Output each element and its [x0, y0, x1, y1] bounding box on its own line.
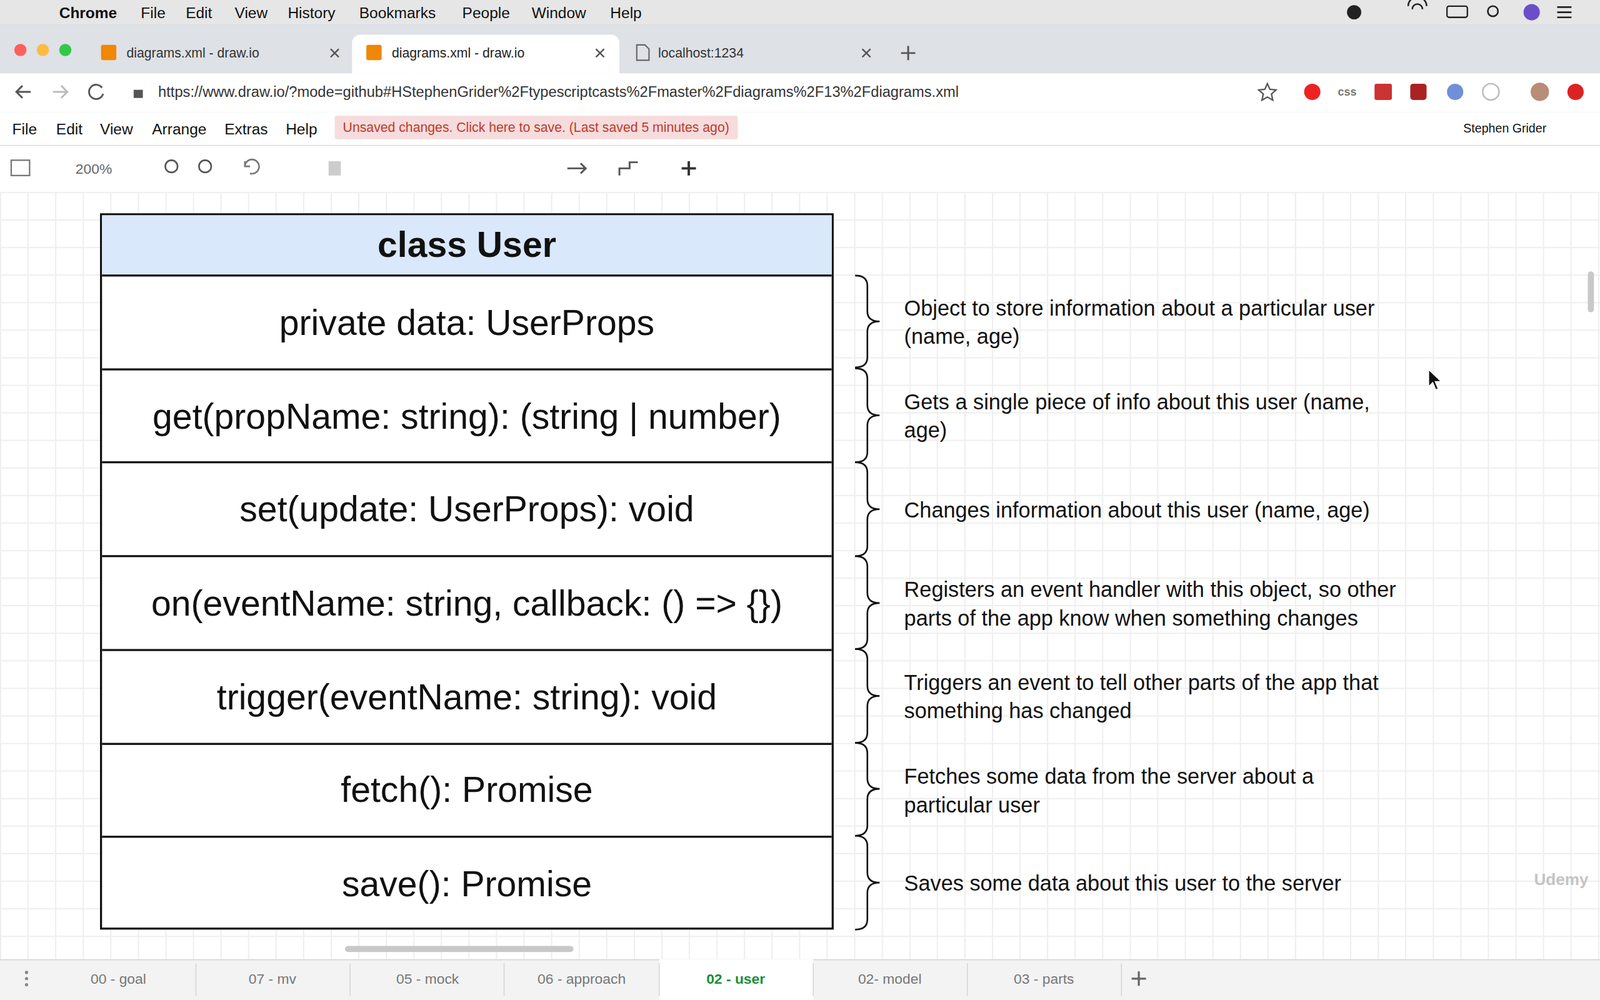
favicon	[101, 45, 117, 60]
member-row: save(): Promise	[101, 836, 832, 930]
menu-item: People	[462, 3, 510, 22]
annotation: Object to store information about a part…	[904, 293, 1400, 351]
class-box: class User private data: UserProps get(pro…	[100, 213, 834, 930]
member-row: set(update: UserProps): void	[101, 461, 832, 556]
waypoint-icon	[619, 162, 638, 176]
page-tab: 06 - approach	[537, 970, 626, 987]
favicon	[366, 45, 382, 60]
menu-item: Help	[610, 3, 642, 22]
member-text: private data: UserProps	[279, 301, 655, 343]
page-tab: 03 - parts	[1013, 970, 1075, 987]
app-menu: Help	[285, 120, 317, 138]
annotation: Fetches some data from the server about …	[904, 762, 1400, 820]
menu-item: Window	[531, 3, 587, 22]
app-menu: File	[12, 120, 37, 138]
battery-icon	[1446, 6, 1468, 18]
reload-button	[89, 85, 104, 100]
member-row: on(eventName: string, callback: () => {}…	[101, 555, 832, 649]
delete-icon	[328, 161, 342, 176]
menu-item: Bookmarks	[359, 3, 437, 22]
page-tab-separator	[195, 963, 1122, 996]
page-tab: 02 - user	[706, 970, 765, 987]
undo-icon	[245, 159, 260, 174]
url-text: https://www.draw.io/?mode=github#HStephe…	[158, 83, 959, 100]
menu-item: History	[287, 3, 335, 22]
new-tab	[901, 45, 916, 60]
connection-icon	[567, 163, 586, 174]
class-name: class User	[377, 224, 557, 265]
annotation: Saves some data about this user to the s…	[904, 869, 1400, 899]
siri-icon	[1523, 4, 1540, 21]
watermark: Udemy	[1533, 870, 1589, 889]
menu-item: Edit	[185, 3, 212, 22]
minimize-light	[36, 43, 50, 57]
format-panel-icon	[11, 160, 30, 175]
notification-icon	[1557, 6, 1572, 17]
member-row: fetch(): Promise	[101, 742, 832, 837]
member-row: get(propName: string): (string | number)	[101, 368, 832, 462]
page-tab: 07 - mv	[248, 970, 297, 987]
member-text: get(propName: string): (string | number)	[152, 395, 782, 437]
page-icon	[636, 45, 650, 60]
app-menu: View	[100, 120, 134, 138]
extension-icon	[1374, 83, 1392, 100]
bookmark-star	[1258, 83, 1277, 100]
insert-icon	[681, 161, 697, 176]
app-menu: Extras	[224, 120, 268, 138]
member-row: trigger(eventName: string): void	[101, 648, 832, 743]
annotation: Triggers an event to tell other parts of…	[904, 668, 1400, 725]
back-button	[16, 85, 31, 99]
page-tab: 05 - mock	[396, 970, 459, 987]
extension-icon	[1446, 83, 1464, 100]
menu-item: File	[140, 3, 165, 22]
member-text: on(eventName: string, callback: () => {}…	[151, 582, 783, 624]
page-tab: 00 - goal	[90, 970, 147, 987]
status-icon	[1346, 5, 1362, 20]
user-name: Stephen Grider	[1463, 121, 1547, 136]
page-tab: 02- model	[858, 970, 922, 987]
extension-label: css	[1337, 85, 1357, 99]
wifi-icon	[1408, 0, 1427, 10]
member-text: trigger(eventName: string): void	[216, 676, 717, 717]
extension-icon	[1482, 83, 1499, 100]
app-menu: Arrange	[151, 120, 207, 138]
add-page	[1131, 971, 1147, 986]
annotation: Registers an event handler with this obj…	[904, 575, 1400, 633]
member-text: set(update: UserProps): void	[239, 488, 694, 530]
mouse-cursor	[1428, 369, 1442, 390]
menu-item: View	[235, 3, 269, 22]
member-text: save(): Promise	[341, 863, 592, 904]
lock-icon	[133, 90, 144, 99]
h-scrollbar	[345, 946, 574, 953]
zoom-in-icon	[165, 160, 178, 173]
tab-title: localhost:1234	[658, 45, 744, 61]
zoom-level: 200%	[75, 160, 112, 177]
member-row: private data: UserProps	[101, 274, 832, 369]
toolbar	[0, 145, 1600, 194]
class-header: class User	[101, 215, 832, 275]
zoom-light	[59, 43, 72, 57]
profile-avatar	[1530, 82, 1549, 101]
zoom-out-icon	[198, 160, 212, 173]
save-banner: Unsaved changes. Click here to save. (La…	[335, 115, 738, 140]
annotation: Gets a single piece of info about this u…	[904, 387, 1400, 445]
menu-item: Chrome	[59, 3, 118, 22]
brace	[855, 275, 880, 930]
annotation: Changes information about this user (nam…	[904, 495, 1400, 525]
forward-button	[53, 85, 68, 99]
extension-icon	[1304, 83, 1321, 100]
extension-icon	[1567, 83, 1584, 100]
close-light	[14, 43, 27, 57]
v-scrollbar	[1587, 271, 1594, 312]
member-text: fetch(): Promise	[340, 770, 593, 811]
tab-title: diagrams.xml - draw.io	[391, 45, 525, 61]
extension-icon	[1410, 83, 1427, 100]
app-menu: Edit	[56, 120, 83, 138]
search-icon	[1487, 6, 1498, 17]
tab-title: diagrams.xml - draw.io	[126, 45, 259, 61]
